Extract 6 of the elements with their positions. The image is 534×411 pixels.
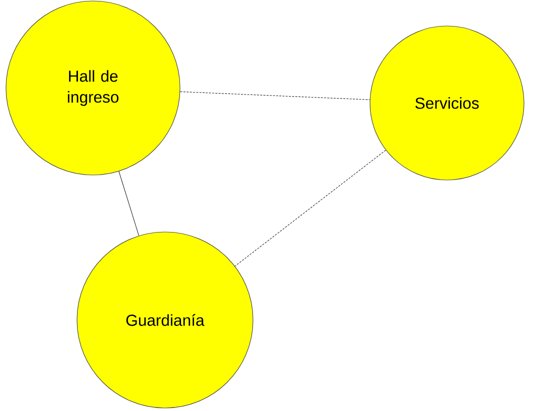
connector-line <box>180 91 370 100</box>
circle-node: Guardianía <box>76 232 254 408</box>
connector-line <box>118 171 140 236</box>
circle-node: Servicios <box>370 26 524 180</box>
connector-line <box>234 150 386 266</box>
circle-node: Hall de ingreso <box>6 0 180 176</box>
